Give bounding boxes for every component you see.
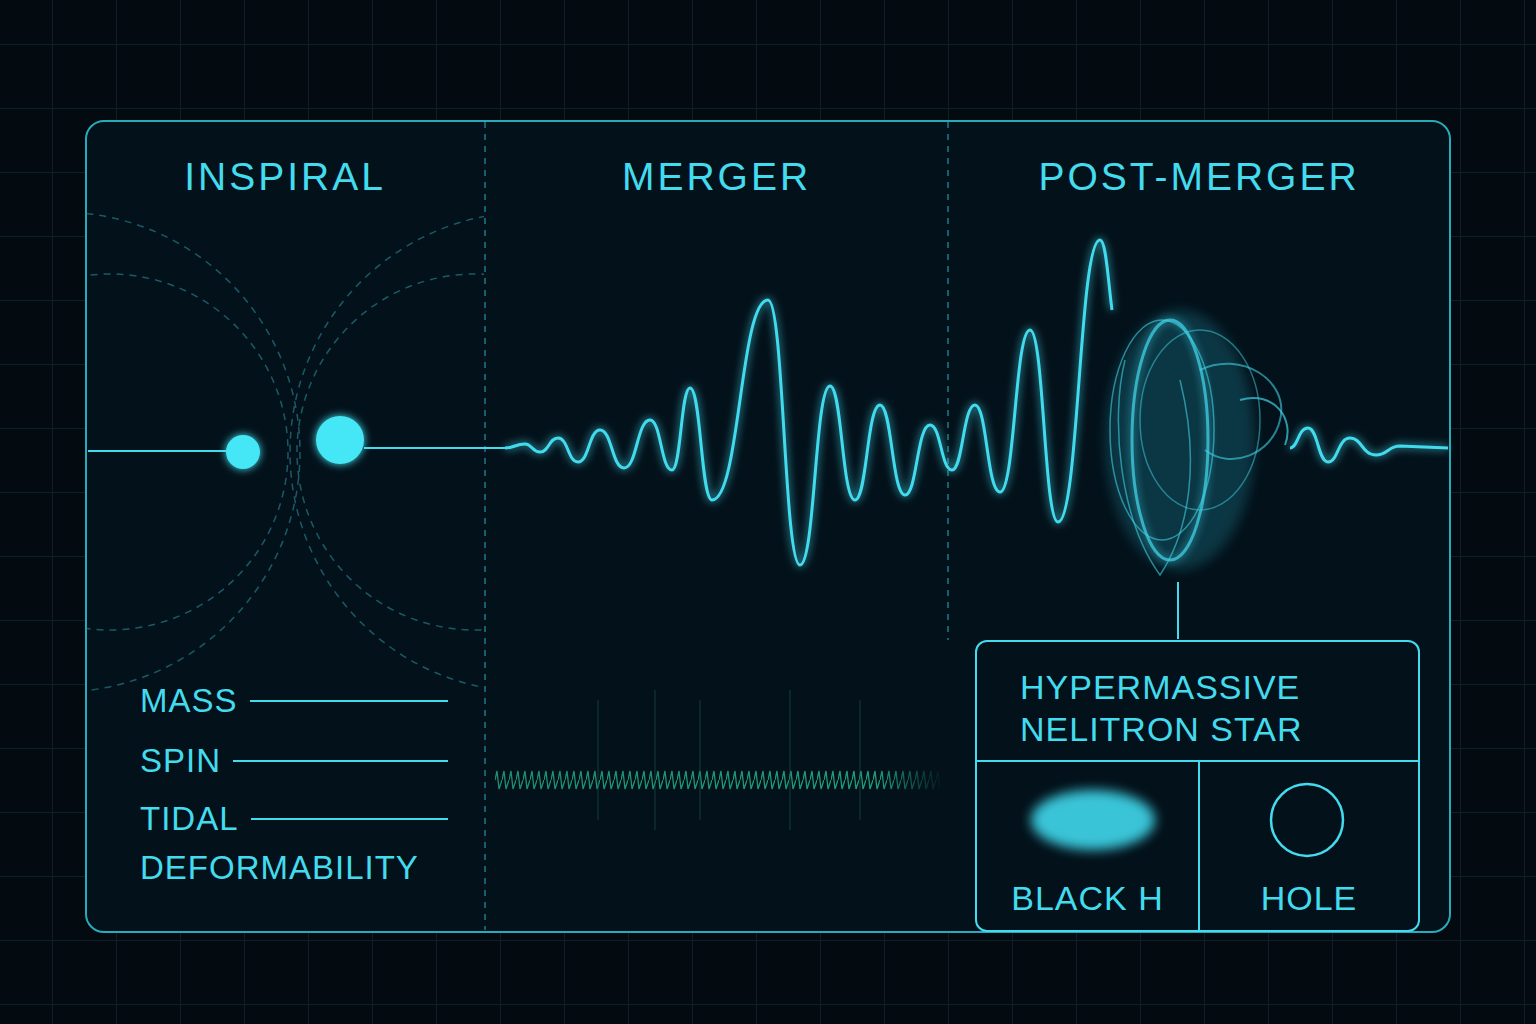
noise-ticks [598,690,860,830]
field-lines [86,212,484,692]
black-hole-icon [1271,784,1343,856]
phase-column: POST-MERGER HYPERMASSIVE NELITRON STAR BLA… [948,120,1450,932]
parameter-line [251,818,448,820]
neutron-star-dot [316,416,364,464]
outcome-cell: BLACK H [977,760,1200,932]
neutron-star-dot [226,435,260,469]
orbit-line [364,447,505,449]
remnant-title: HYPERMASSIVE NELITRON STAR [1020,666,1390,750]
parameter-label: MASS [140,683,238,719]
phase-heading: MERGER [485,156,948,199]
column-divider [484,122,486,930]
parameter-label: DEFORMABILITY [140,850,419,886]
outcome-label: HOLE [1204,880,1414,917]
parameter-line [250,700,448,702]
parameter-line [233,760,448,762]
merger-remnant [1105,310,1288,575]
panel [86,121,1450,932]
remnant-box: HYPERMASSIVE NELITRON STAR BLACK H HOLE [975,640,1420,932]
waveform [1290,428,1448,462]
phase-heading: POST-MERGER [948,156,1450,199]
waveform [505,240,1112,565]
outcome-cell: HOLE [1200,760,1418,932]
column-divider [947,122,949,640]
outcome-label: BLACK H [981,880,1194,917]
parameter-label: SPIN [140,743,221,779]
hmns-icon [1031,790,1155,850]
phase-column: MERGER [485,120,948,932]
leader-line [1177,582,1179,639]
detector-noise [495,765,940,795]
phase-heading: INSPIRAL [85,156,485,199]
orbit-line [88,450,226,452]
parameter-label: TIDAL [140,801,239,837]
